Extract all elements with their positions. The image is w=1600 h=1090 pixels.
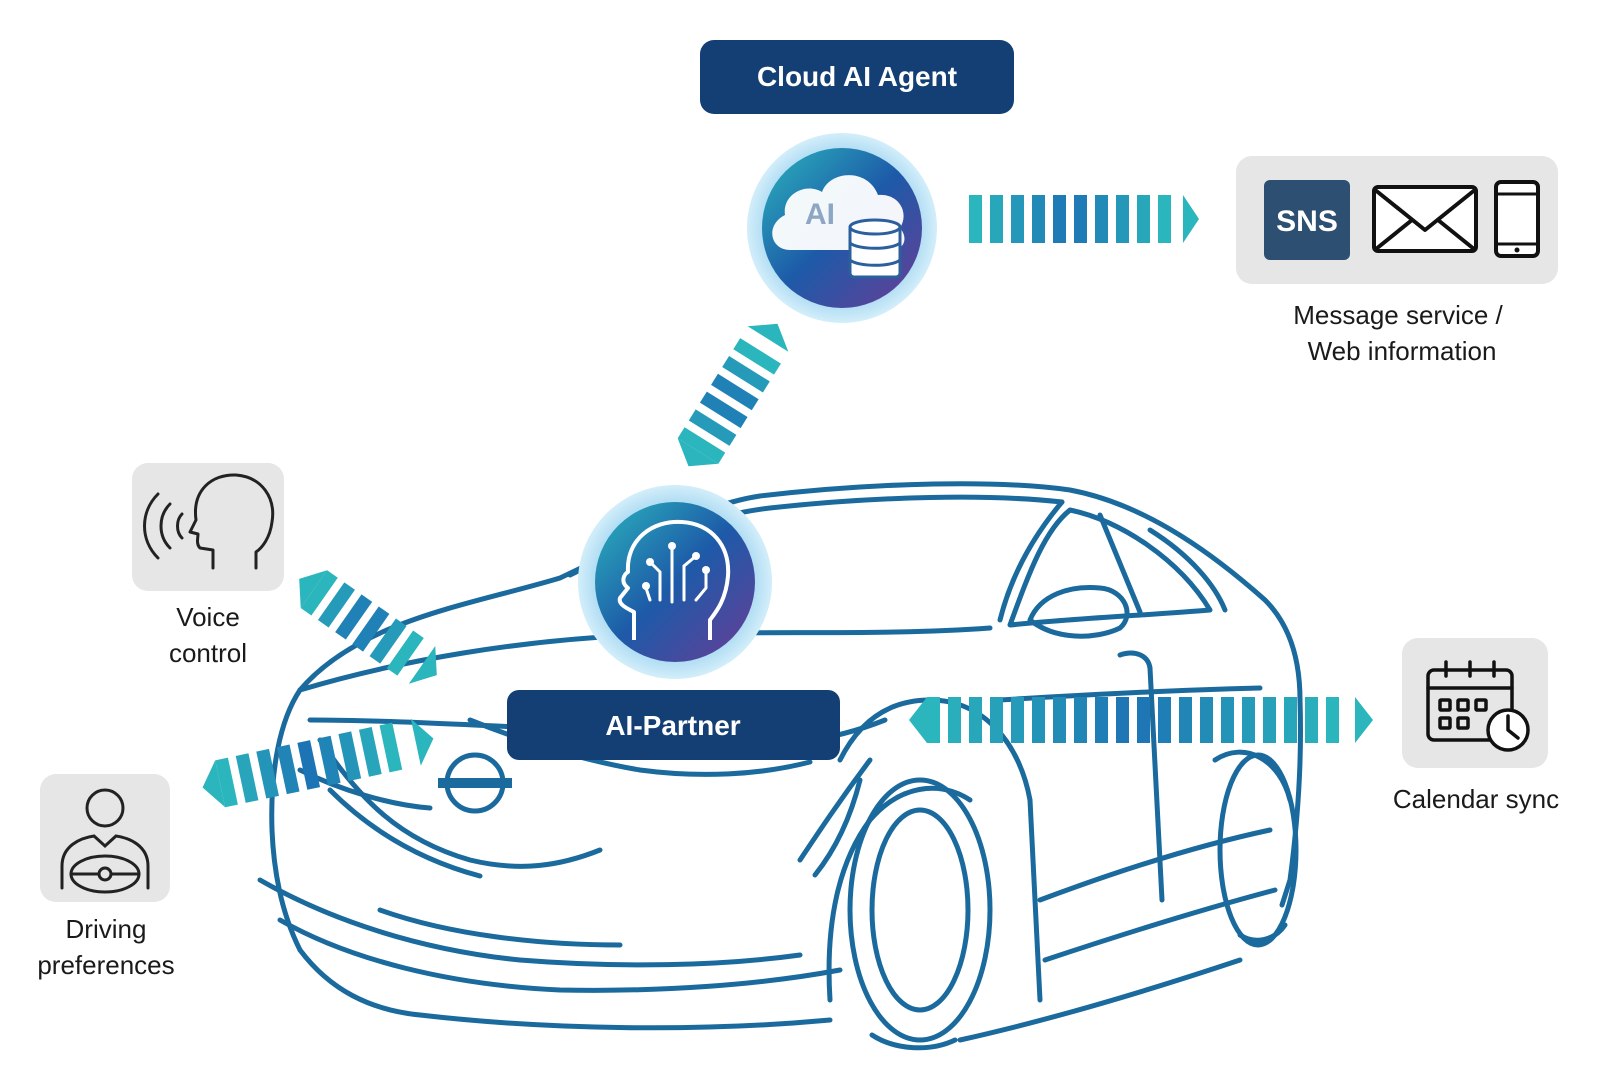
arrow-stripe bbox=[969, 697, 982, 743]
arrow-stripe bbox=[1305, 697, 1318, 743]
arrow-stripe bbox=[1011, 195, 1024, 243]
arrow-stripe bbox=[215, 757, 238, 808]
arrow-stripe bbox=[317, 582, 355, 628]
smartphone-icon bbox=[1494, 180, 1540, 258]
arrow-head bbox=[299, 570, 328, 608]
arrow-stripe bbox=[1116, 697, 1129, 743]
voice-control-label-line1: Voice bbox=[176, 602, 240, 632]
arrow-stripe bbox=[352, 606, 390, 652]
ai-partner-label: AI-Partner bbox=[605, 710, 740, 741]
arrow-head bbox=[909, 697, 927, 743]
calendar-sync-node: Calendar sync bbox=[1393, 638, 1559, 814]
car-outline-illustration bbox=[257, 481, 1303, 1051]
arrow-stripe bbox=[1326, 697, 1339, 743]
arrow-stripe bbox=[722, 355, 770, 393]
arrow-stripe bbox=[1137, 195, 1150, 243]
arrow-stripe bbox=[256, 748, 279, 799]
arrow-head bbox=[202, 760, 226, 808]
driving-preferences-label-line2: preferences bbox=[37, 950, 174, 980]
voice-control-icon-box bbox=[132, 463, 284, 591]
arrow-head bbox=[747, 323, 789, 352]
arrow-stripe bbox=[1242, 697, 1255, 743]
arrow-stripe bbox=[300, 570, 338, 616]
arrow-stripe bbox=[1095, 697, 1108, 743]
sns-icon: SNS bbox=[1264, 180, 1350, 260]
arrow-stripe bbox=[1158, 195, 1171, 243]
arrow-head bbox=[1183, 195, 1199, 243]
arrow-stripe bbox=[688, 409, 737, 446]
ai-partner-pill bbox=[507, 690, 840, 760]
car-emblem bbox=[438, 752, 512, 814]
cloud-ai-agent-label: Cloud AI Agent bbox=[757, 61, 957, 92]
arrow-stripe bbox=[386, 630, 424, 676]
cloud-ai-database-icon: AI bbox=[747, 133, 937, 323]
arrow-stripe bbox=[1053, 697, 1066, 743]
message-service-node: SNS Message service / Web information bbox=[1236, 156, 1558, 366]
arrow-stripe bbox=[379, 722, 403, 773]
arrow-cloud-to-message-service bbox=[969, 195, 1199, 243]
arrow-head bbox=[1355, 697, 1373, 743]
arrow-stripe bbox=[969, 195, 982, 243]
arrow-head bbox=[410, 718, 434, 766]
cloud-ai-agent-pill bbox=[700, 40, 1014, 114]
arrow-stripe bbox=[699, 391, 748, 429]
arrow-stripe bbox=[369, 618, 407, 664]
ai-partner-node: AI-Partner bbox=[507, 485, 840, 760]
cloud-ai-agent-node: Cloud AI Agent AI bbox=[700, 40, 1014, 323]
arrow-head bbox=[677, 438, 719, 467]
arrow-stripe bbox=[1221, 697, 1234, 743]
arrow-stripe bbox=[1137, 697, 1150, 743]
arrow-stripe bbox=[1116, 195, 1129, 243]
driving-preferences-icon-box bbox=[40, 774, 170, 902]
arrow-stripe bbox=[1053, 195, 1066, 243]
arrow-stripe bbox=[338, 731, 362, 782]
arrow-stripe bbox=[990, 195, 1003, 243]
driving-preferences-label-line1: Driving bbox=[66, 914, 147, 944]
arrow-stripe bbox=[1263, 697, 1276, 743]
arrow-stripe bbox=[358, 727, 382, 777]
arrow-stripe bbox=[1179, 697, 1192, 743]
arrow-stripe bbox=[1011, 697, 1024, 743]
arrow-stripe bbox=[297, 740, 321, 790]
arrow-driving-preferences-link bbox=[202, 718, 434, 808]
sns-icon-text: SNS bbox=[1276, 205, 1338, 238]
arrow-stripe bbox=[1074, 195, 1087, 243]
arrow-stripe bbox=[733, 338, 781, 375]
voice-control-label-line2: control bbox=[169, 638, 247, 668]
arrow-stripe bbox=[948, 697, 961, 743]
arrow-stripe bbox=[990, 697, 1003, 743]
arrow-stripe bbox=[1032, 697, 1045, 743]
arrow-stripe bbox=[677, 427, 726, 464]
arrow-stripe bbox=[927, 697, 940, 743]
arrow-stripe bbox=[711, 373, 759, 411]
arrow-stripe bbox=[235, 753, 259, 803]
arrow-stripe bbox=[1158, 697, 1171, 743]
arrow-stripe bbox=[1095, 195, 1108, 243]
message-service-label-line1: Message service / bbox=[1293, 300, 1503, 330]
arrow-calendar-sync-link bbox=[909, 697, 1373, 743]
ai-brain-head-icon bbox=[578, 485, 772, 679]
arrow-voice-control-link bbox=[299, 570, 437, 684]
arrow-stripe bbox=[1032, 195, 1045, 243]
driving-preferences-node: Driving preferences bbox=[37, 774, 175, 980]
arrow-cloud-ai-partner-link bbox=[677, 323, 789, 467]
speaking-head-icon bbox=[143, 473, 275, 570]
calendar-sync-label: Calendar sync bbox=[1393, 784, 1559, 814]
arrow-stripe bbox=[1284, 697, 1297, 743]
arrow-stripe bbox=[1200, 697, 1213, 743]
driver-steering-wheel-icon bbox=[60, 788, 150, 894]
calendar-clock-icon bbox=[1426, 660, 1530, 752]
envelope-icon bbox=[1372, 185, 1478, 253]
arrow-stripe bbox=[335, 594, 373, 640]
arrow-stripe bbox=[317, 735, 341, 786]
arrow-stripe bbox=[276, 744, 300, 795]
cloud-ai-icon-text: AI bbox=[805, 198, 835, 231]
message-service-label-line2: Web information bbox=[1308, 336, 1497, 366]
arrow-stripe bbox=[1074, 697, 1087, 743]
voice-control-node: Voice control bbox=[132, 463, 284, 668]
arrow-head bbox=[408, 646, 437, 684]
